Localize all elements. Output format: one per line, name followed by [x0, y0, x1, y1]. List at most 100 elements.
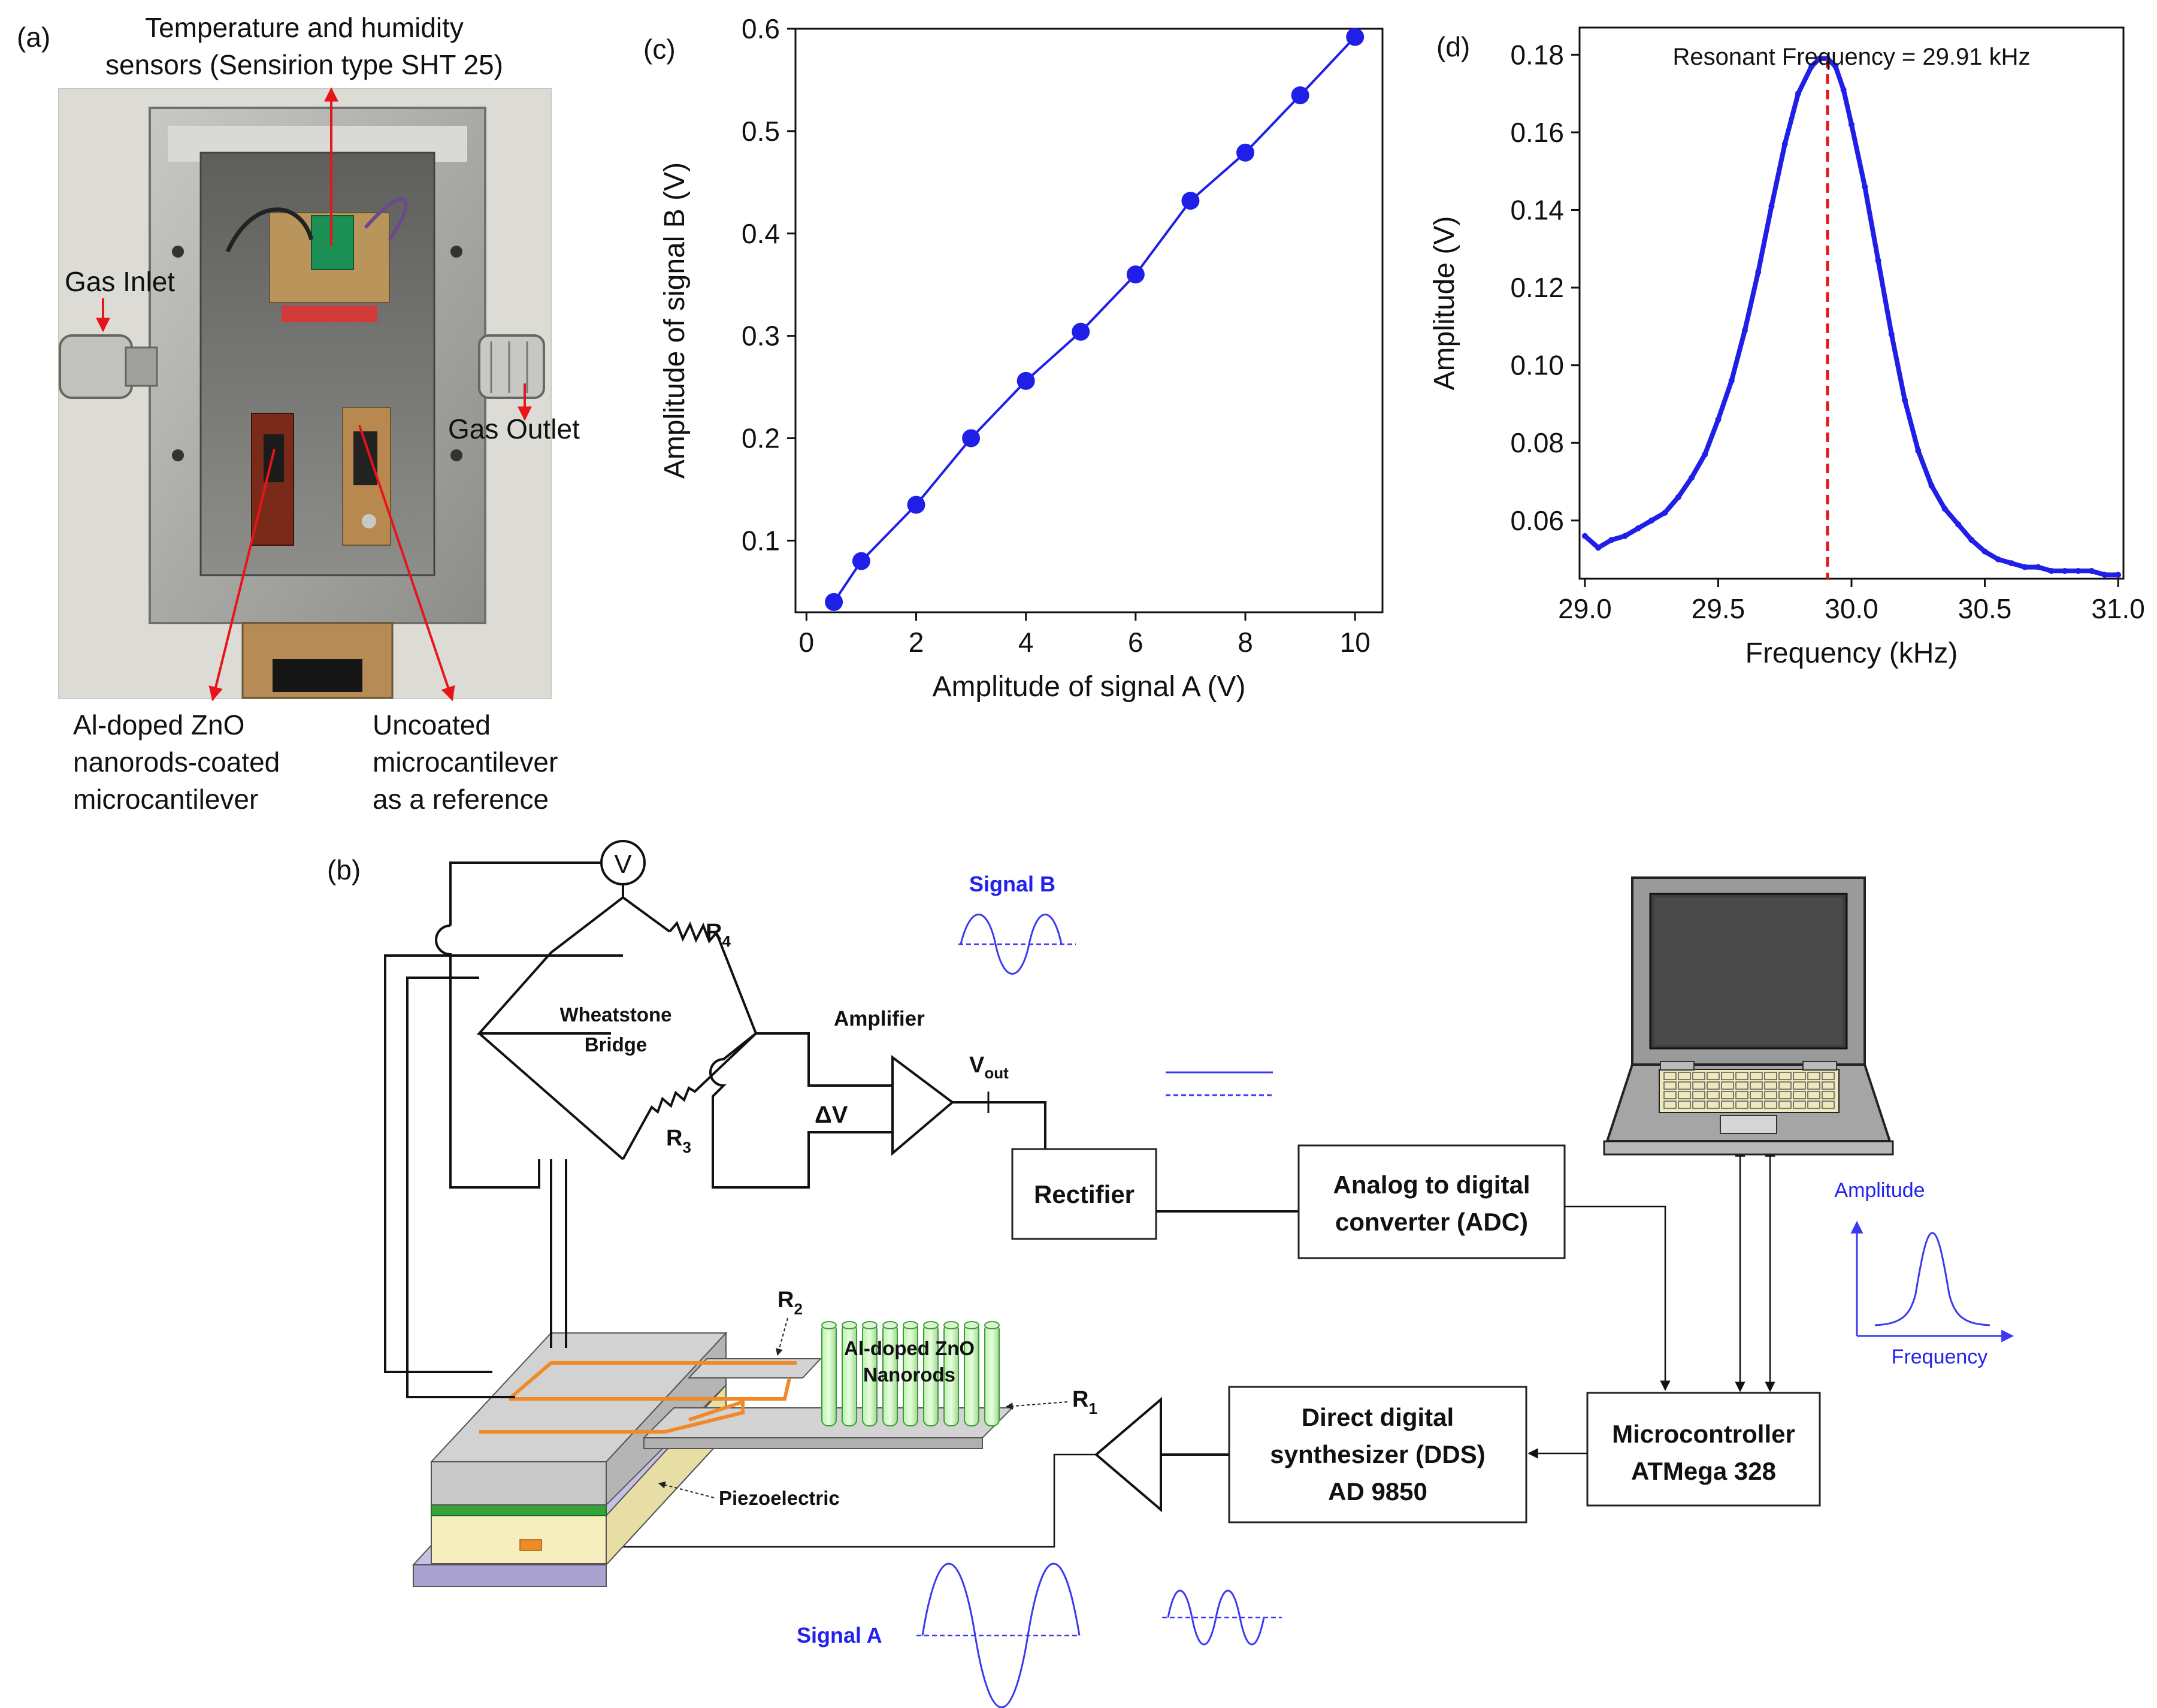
data-point	[1941, 506, 1948, 512]
keyboard-key	[1721, 1101, 1734, 1109]
data-point	[1832, 63, 1839, 69]
sensor-label-line2: sensors (Sensirion type SHT 25)	[105, 49, 503, 80]
y-tick-label: 0.1	[742, 525, 780, 556]
data-point	[825, 592, 843, 611]
x-tick-label: 31.0	[2091, 593, 2145, 624]
data-point	[1981, 548, 1988, 555]
signal-a-wave	[921, 1562, 1081, 1708]
resonance-annotation: Resonant Frequency = 29.91 kHz	[1672, 44, 2030, 70]
data-point	[1840, 86, 1847, 93]
series-line	[833, 36, 1356, 603]
coated-cantilever-arrow	[208, 449, 276, 702]
nanorod	[821, 1323, 837, 1426]
y-tick-label: 0.6	[742, 13, 780, 44]
dds-label-line1: Direct digital	[1302, 1403, 1454, 1431]
amplifier-icon	[891, 1055, 955, 1156]
keyboard-key	[1735, 1101, 1748, 1109]
keyboard-key	[1793, 1101, 1806, 1109]
adc-label-line2: converter (ADC)	[1335, 1208, 1528, 1236]
data-point	[2115, 572, 2122, 578]
piezoelectric-label: Piezoelectric	[719, 1487, 840, 1509]
keyboard-key	[1807, 1072, 1820, 1080]
keyboard-key	[1778, 1072, 1792, 1080]
keyboard-key	[1663, 1072, 1677, 1080]
nanorod-top	[943, 1321, 959, 1329]
data-point	[1621, 533, 1628, 539]
nanorod	[984, 1323, 1000, 1426]
keyboard-key	[1721, 1081, 1734, 1090]
data-point	[1768, 203, 1775, 210]
nanorods-icon	[821, 1321, 1000, 1426]
data-point	[1181, 192, 1200, 210]
y-tick-label: 0.4	[742, 218, 780, 249]
keyboard-key	[1707, 1081, 1720, 1090]
keyboard-key	[1807, 1101, 1820, 1109]
keyboard-key	[1764, 1091, 1777, 1099]
data-point	[1968, 537, 1975, 543]
laptop-icon	[1603, 876, 1894, 1156]
coated-label-line1: Al-doped ZnO	[73, 709, 244, 740]
x-tick-label: 4	[1018, 627, 1034, 658]
nanorods-label-line2: Nanorods	[863, 1364, 955, 1386]
y-tick-label: 0.5	[742, 116, 780, 147]
r1-label: R1	[1072, 1387, 1097, 1417]
keyboard-key	[1793, 1081, 1806, 1090]
data-point	[1741, 327, 1748, 334]
y-tick-label: 0.3	[742, 321, 780, 352]
data-point	[1581, 533, 1588, 539]
gas-inlet-label: Gas Inlet	[65, 266, 175, 297]
y-tick-label: 0.08	[1510, 427, 1564, 458]
keyboard-key	[1663, 1091, 1677, 1099]
keyboard-key	[1735, 1081, 1748, 1090]
dds-label-line3: AD 9850	[1328, 1477, 1427, 1506]
bridge-label-line1: Wheatstone	[559, 1003, 671, 1026]
keyboard-key	[1678, 1091, 1691, 1099]
data-point	[1236, 143, 1255, 162]
keyboard-key	[1822, 1101, 1835, 1109]
keyboard-key	[1793, 1072, 1806, 1080]
delta-v-label: ΔV	[815, 1102, 848, 1128]
data-point	[1781, 141, 1788, 147]
y-tick-label: 0.12	[1510, 272, 1564, 303]
sensor-label-line1: Temperature and humidity	[145, 12, 464, 43]
data-point	[1648, 517, 1655, 524]
nanorod-top	[862, 1321, 878, 1329]
dds-box	[1228, 1386, 1527, 1523]
rectifier-label: Rectifier	[1034, 1180, 1135, 1208]
data-point	[2035, 564, 2041, 570]
keyboard-key	[1750, 1072, 1763, 1080]
keyboard-key	[1721, 1091, 1734, 1099]
adc-label-line1: Analog to digital	[1333, 1171, 1530, 1199]
x-axis-label: Frequency (kHz)	[1745, 637, 1958, 669]
adc-box	[1297, 1144, 1566, 1259]
nanorod-top	[923, 1321, 939, 1329]
keyboard-key	[1822, 1081, 1835, 1090]
data-point	[1995, 556, 2001, 563]
inset-resonance-curve	[1874, 1232, 1990, 1326]
data-point	[1928, 482, 1935, 489]
schematic: V R4 R3 Wheatstone Bridge Amplifier ΔV V…	[384, 840, 2014, 1708]
voltmeter-label: V	[614, 850, 632, 879]
y-tick-label: 0.18	[1510, 39, 1564, 70]
nanorods-label-line1: Al-doped ZnO	[844, 1337, 975, 1359]
r4-label: R4	[706, 920, 731, 950]
keyboard-key	[1764, 1101, 1777, 1109]
keyboard-key	[1750, 1101, 1763, 1109]
data-point	[2048, 568, 2055, 575]
x-tick-label: 30.0	[1825, 593, 1878, 624]
data-point	[1808, 63, 1815, 69]
keyboard-key	[1692, 1101, 1705, 1109]
nanorod-top	[842, 1321, 857, 1329]
data-point	[1862, 183, 1868, 190]
data-point	[1816, 55, 1823, 62]
nanorod-top	[903, 1321, 918, 1329]
microcontroller-label-line2: ATMega 328	[1631, 1457, 1776, 1485]
signal-a-label: Signal A	[797, 1623, 882, 1647]
data-point	[1346, 28, 1365, 46]
data-point	[1849, 121, 1855, 128]
nanorod-top	[984, 1321, 1000, 1329]
amplifier-label: Amplifier	[834, 1007, 925, 1030]
data-point	[1072, 322, 1090, 341]
